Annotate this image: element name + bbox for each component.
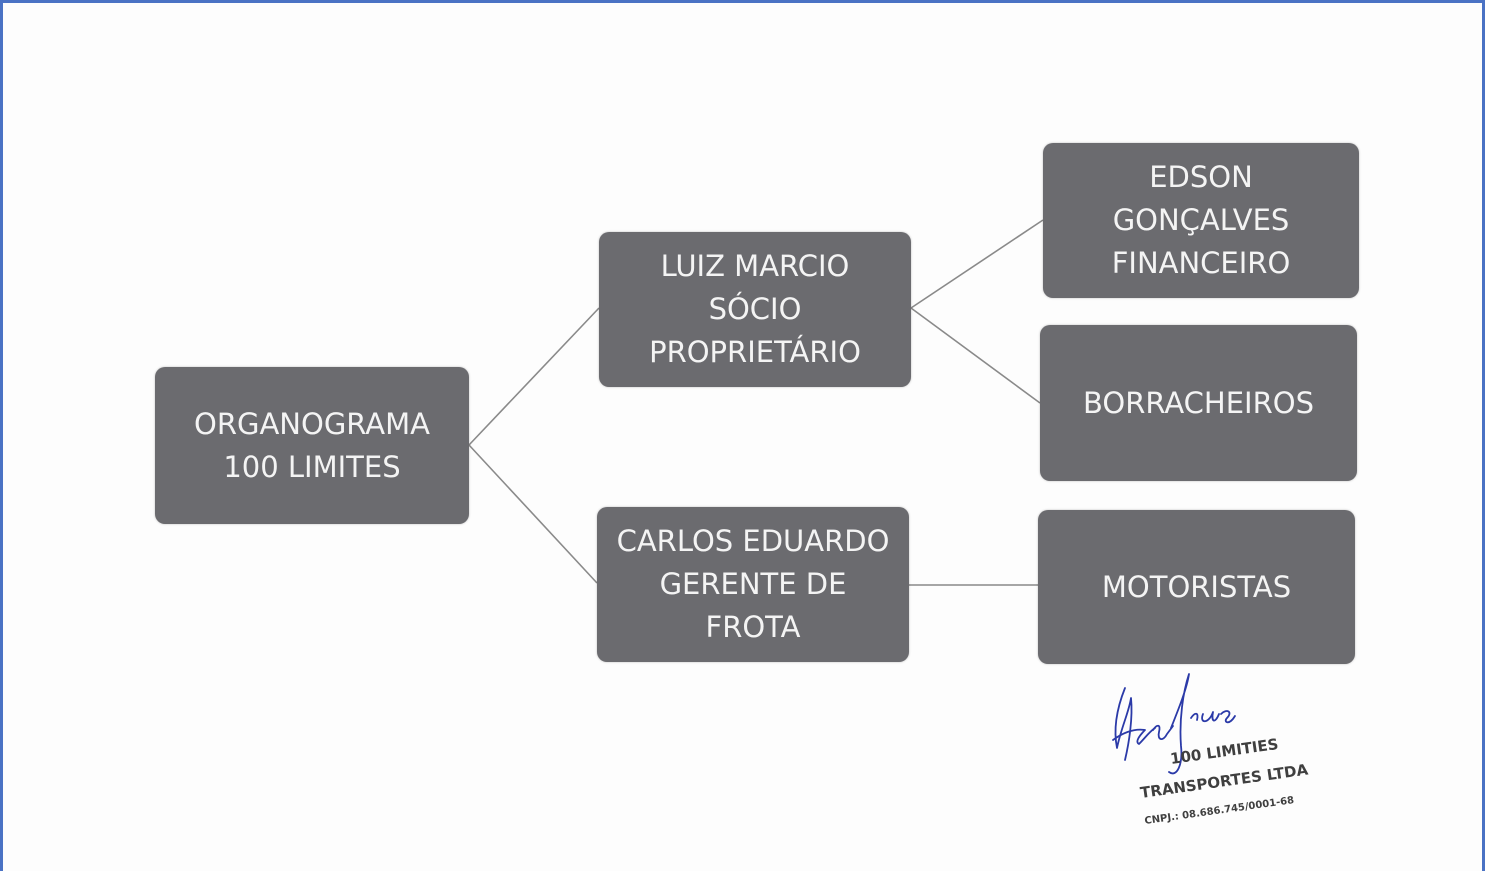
node-edson-goncalves-label: EDSON GONÇALVES FINANCEIRO: [1111, 160, 1291, 280]
stamp-line-company: 100 LIMITIES: [1169, 735, 1279, 768]
node-organograma-label: ORGANOGRAMA 100 LIMITES: [194, 406, 430, 484]
connector-root-carlos: [468, 444, 598, 584]
node-edson-goncalves: EDSON GONÇALVES FINANCEIRO: [1043, 143, 1359, 298]
node-luiz-marcio-label: LUIZ MARCIO SÓCIO PROPRIETÁRIO: [649, 249, 861, 369]
stamp-line-cnpj: CNPJ.: 08.686.745/0001-68: [1144, 795, 1295, 827]
connector-layer: [468, 219, 1044, 586]
connector-luiz-borracheiros: [910, 307, 1041, 404]
node-carlos-eduardo: CARLOS EDUARDO GERENTE DE FROTA: [597, 507, 909, 662]
node-borracheiros: BORRACHEIROS: [1040, 325, 1357, 481]
node-borracheiros-label: BORRACHEIROS: [1083, 385, 1314, 420]
node-luiz-marcio: LUIZ MARCIO SÓCIO PROPRIETÁRIO: [599, 232, 911, 387]
connector-root-luiz: [468, 307, 600, 446]
company-stamp: 100 LIMITIES TRANSPORTES LTDA CNPJ.: 08.…: [1112, 673, 1310, 827]
node-motoristas: MOTORISTAS: [1038, 510, 1355, 664]
signature-icon: [1112, 673, 1236, 775]
node-organograma: ORGANOGRAMA 100 LIMITES: [155, 367, 469, 524]
node-motoristas-label: MOTORISTAS: [1101, 569, 1292, 604]
node-carlos-eduardo-label: CARLOS EDUARDO GERENTE DE FROTA: [616, 524, 890, 644]
connector-luiz-edson: [910, 219, 1044, 309]
